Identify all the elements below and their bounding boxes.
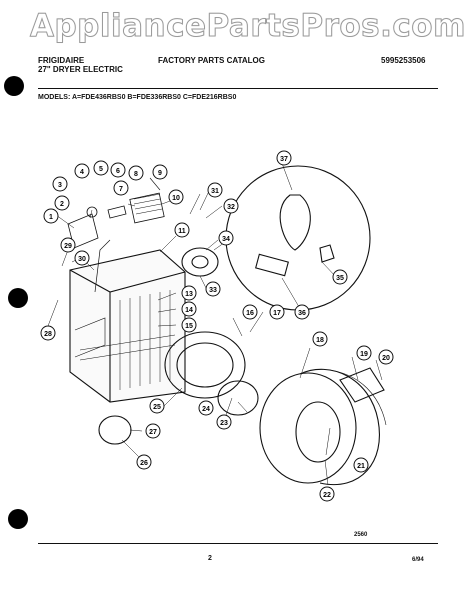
callout-1: 1 — [43, 208, 59, 224]
callout-18: 18 — [312, 331, 328, 347]
callout-19: 19 — [356, 345, 372, 361]
callout-33: 33 — [205, 281, 221, 297]
svg-text:2: 2 — [60, 201, 64, 208]
seal-ring-drawing — [217, 380, 259, 416]
callout-27: 27 — [145, 423, 161, 439]
svg-text:33: 33 — [209, 287, 217, 294]
callout-25: 25 — [149, 398, 165, 414]
binder-hole-middle — [8, 288, 28, 308]
callout-15: 15 — [181, 317, 197, 333]
svg-text:1: 1 — [49, 214, 53, 221]
svg-text:31: 31 — [211, 188, 219, 195]
callout-17: 17 — [269, 304, 285, 320]
callout-9: 9 — [152, 164, 168, 180]
svg-text:15: 15 — [185, 323, 193, 330]
callout-29: 29 — [60, 237, 76, 253]
callout-20: 20 — [378, 349, 394, 365]
callout-32: 32 — [223, 198, 239, 214]
svg-text:23: 23 — [220, 420, 228, 427]
footer-rule — [38, 543, 438, 544]
callout-11: 11 — [174, 222, 190, 238]
svg-text:19: 19 — [360, 351, 368, 358]
svg-text:5: 5 — [99, 166, 103, 173]
svg-text:34: 34 — [222, 236, 230, 243]
svg-text:29: 29 — [64, 243, 72, 250]
svg-text:37: 37 — [280, 156, 288, 163]
callout-24: 24 — [198, 400, 214, 416]
motor-drawing — [181, 247, 219, 277]
svg-text:25: 25 — [153, 404, 161, 411]
header-rule — [38, 88, 438, 89]
svg-text:10: 10 — [172, 195, 180, 202]
svg-text:35: 35 — [336, 275, 344, 282]
callout-14: 14 — [181, 301, 197, 317]
drum-drawing — [259, 368, 387, 486]
callout-30: 30 — [74, 250, 90, 266]
callout-16: 16 — [242, 304, 258, 320]
svg-text:36: 36 — [298, 310, 306, 317]
callout-10: 10 — [168, 189, 184, 205]
page-number: 2 — [208, 555, 212, 562]
svg-text:27: 27 — [149, 429, 157, 436]
svg-text:17: 17 — [273, 310, 281, 317]
models-line: MODELS: A=FDE436RBS0 B=FDE336RBS0 C=FDE2… — [38, 94, 237, 101]
product-label: 27" DRYER ELECTRIC — [38, 65, 123, 74]
svg-text:3: 3 — [58, 182, 62, 189]
inset-circle-drawing — [225, 165, 371, 311]
callout-group: 1 2 3 4 5 6 7 8 9 10 11 13 14 15 16 17 1… — [40, 150, 394, 502]
svg-text:22: 22 — [323, 492, 331, 499]
svg-text:6: 6 — [116, 168, 120, 175]
callout-3: 3 — [52, 176, 68, 192]
callout-37: 37 — [276, 150, 292, 166]
binder-hole-top — [4, 76, 24, 96]
svg-text:26: 26 — [140, 460, 148, 467]
svg-text:32: 32 — [227, 204, 235, 211]
svg-text:28: 28 — [44, 331, 52, 338]
svg-text:20: 20 — [382, 355, 390, 362]
callout-31: 31 — [207, 182, 223, 198]
callout-5: 5 — [93, 160, 109, 176]
callout-23: 23 — [216, 414, 232, 430]
svg-text:7: 7 — [119, 186, 123, 193]
callout-35: 35 — [332, 269, 348, 285]
svg-text:11: 11 — [178, 228, 186, 235]
svg-text:18: 18 — [316, 337, 324, 344]
cabinet-drawing — [69, 239, 186, 403]
callout-21: 21 — [353, 457, 369, 473]
footer-date: 6/94 — [412, 557, 424, 563]
callout-4: 4 — [74, 163, 90, 179]
callout-22: 22 — [319, 486, 335, 502]
bulkhead-drawing — [164, 331, 246, 399]
svg-text:14: 14 — [185, 307, 193, 314]
callout-34: 34 — [218, 230, 234, 246]
callout-26: 26 — [136, 454, 152, 470]
callout-36: 36 — [294, 304, 310, 320]
brand-label: FRIGIDAIRE — [38, 56, 85, 65]
svg-text:9: 9 — [158, 170, 162, 177]
callout-2: 2 — [54, 195, 70, 211]
callout-13: 13 — [181, 285, 197, 301]
catalog-number: 5995253506 — [381, 56, 426, 65]
callout-7: 7 — [113, 180, 129, 196]
svg-text:13: 13 — [185, 291, 193, 298]
callout-28: 28 — [40, 325, 56, 341]
belt-drawing — [339, 367, 385, 403]
svg-text:24: 24 — [202, 406, 210, 413]
callout-6: 6 — [110, 162, 126, 178]
catalog-title: FACTORY PARTS CATALOG — [158, 56, 265, 65]
svg-text:30: 30 — [78, 256, 86, 263]
bearing-drawing — [98, 415, 132, 445]
svg-text:8: 8 — [134, 171, 138, 178]
callout-8: 8 — [128, 165, 144, 181]
svg-text:4: 4 — [80, 169, 84, 176]
svg-text:16: 16 — [246, 310, 254, 317]
binder-hole-bottom — [8, 509, 28, 529]
watermark-text: AppliancePartsPros.com — [30, 8, 466, 45]
svg-text:21: 21 — [357, 463, 365, 470]
figure-number: 2560 — [354, 532, 368, 538]
